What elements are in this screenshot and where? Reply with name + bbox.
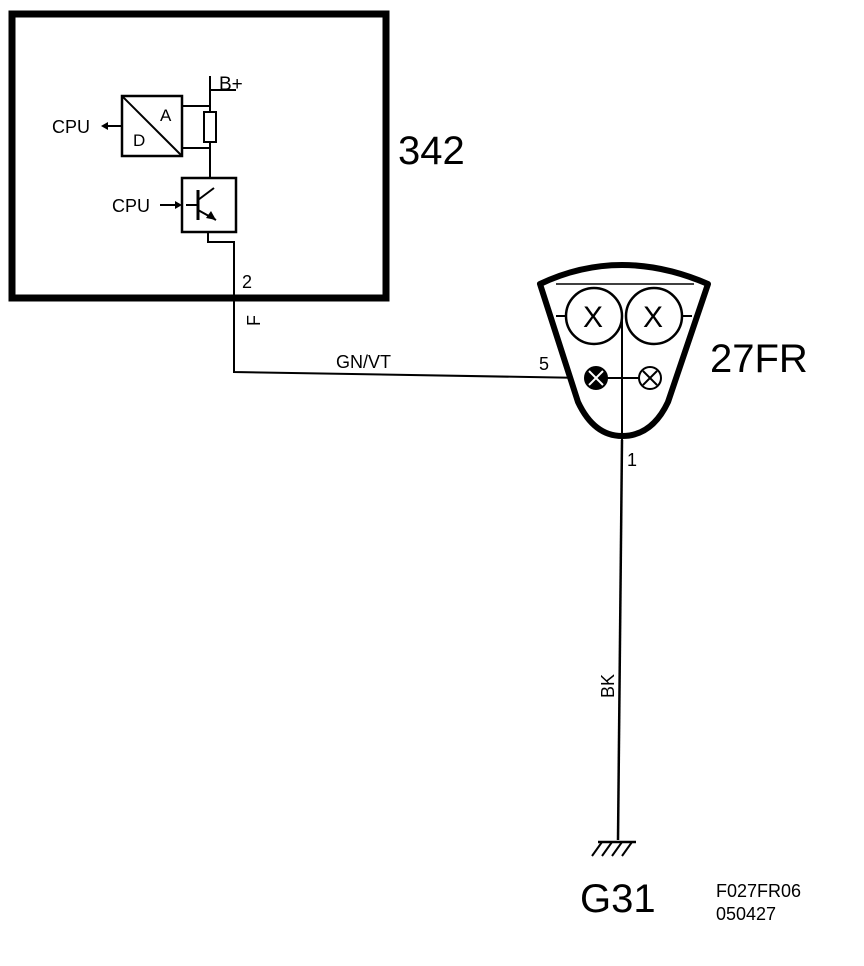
transistor-output-line <box>207 232 235 298</box>
control-unit-box <box>8 10 390 302</box>
wire-gn-vt-label: GN/VT <box>336 352 391 372</box>
lamp-pin-5-label: 5 <box>539 354 549 374</box>
adc-label-a: A <box>160 106 172 125</box>
wire-bk <box>616 439 624 841</box>
ground-symbol-icon <box>591 840 636 857</box>
pin-letter: F <box>244 315 264 326</box>
transistor-switch <box>180 176 238 234</box>
pullup-resistor <box>203 111 217 143</box>
lamp-housing <box>537 262 711 439</box>
figure-date: 050427 <box>716 904 776 924</box>
ad-converter: A D <box>120 94 184 158</box>
cpu-out-label: CPU <box>52 117 90 137</box>
svg-text:X: X <box>643 301 663 334</box>
pin-2-label: 2 <box>242 272 252 292</box>
supply-label: B+ <box>219 74 243 95</box>
svg-text:X: X <box>583 301 603 334</box>
cpu-in-arrow-icon <box>175 201 182 209</box>
ground-id: G31 <box>580 877 656 921</box>
adc-label-d: D <box>133 131 145 150</box>
cpu-in-label: CPU <box>112 196 150 216</box>
lamp-unit: X X <box>537 262 711 440</box>
lamp-pin-1-label: 1 <box>627 450 637 470</box>
control-unit-id: 342 <box>398 129 465 173</box>
lamp-unit-id: 27FR <box>710 337 808 381</box>
cpu-out-arrow-icon <box>101 122 108 130</box>
figure-code: F027FR06 <box>716 881 801 901</box>
wire-gn-vt <box>233 298 587 379</box>
wire-bk-label: BK <box>598 674 618 698</box>
